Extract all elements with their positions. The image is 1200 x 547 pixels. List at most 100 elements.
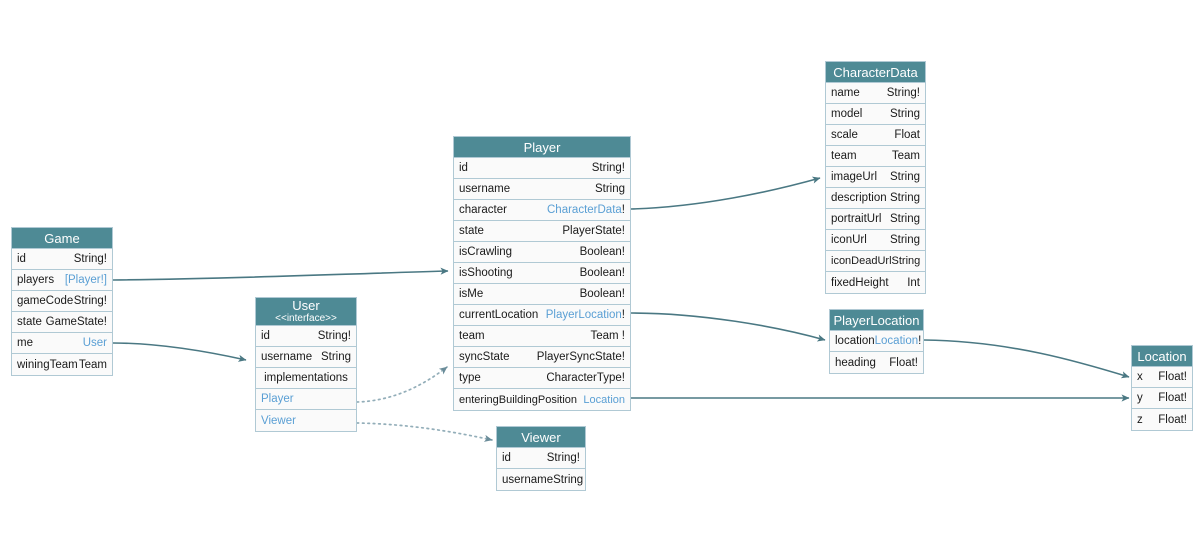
field-name: isShooting [459, 267, 513, 279]
field-name: name [831, 87, 860, 99]
field-row[interactable]: isShooting Boolean! [454, 263, 630, 284]
field-type-link[interactable]: [Player!] [64, 274, 107, 286]
field-name: character [459, 204, 507, 216]
field-type-link[interactable]: Location [874, 335, 919, 347]
field-type-link[interactable]: CharacterData [547, 204, 622, 216]
edge-player-currentlocation-to-playerlocation [630, 312, 826, 342]
field-row[interactable]: username String [497, 469, 585, 490]
entity-user-stereotype: <<interface>> [275, 313, 337, 324]
field-type: Float! [1158, 371, 1187, 383]
field-row[interactable]: y Float! [1132, 388, 1192, 409]
field-name: players [17, 274, 55, 286]
field-name: y [1137, 392, 1143, 404]
field-row[interactable]: scale Float [826, 125, 925, 146]
field-type-suffix: ! [918, 335, 922, 347]
field-row[interactable]: id String! [454, 158, 630, 179]
field-name: location [835, 335, 875, 347]
field-name: state [459, 225, 484, 237]
field-row[interactable]: fixedHeight Int [826, 272, 925, 293]
entity-playerlocation-title: PlayerLocation [830, 310, 923, 331]
field-type: Location [583, 394, 625, 406]
field-type: User [83, 337, 107, 349]
field-name: x [1137, 371, 1143, 383]
field-row[interactable]: syncState PlayerSyncState! [454, 347, 630, 368]
field-row[interactable]: character CharacterData! [454, 200, 630, 221]
field-name: heading [835, 356, 876, 369]
field-type: String! [886, 87, 920, 99]
field-row[interactable]: x Float! [1132, 367, 1192, 388]
field-row[interactable]: description String [826, 188, 925, 209]
field-row[interactable]: isMe Boolean! [454, 284, 630, 305]
field-row[interactable]: players [Player!] [12, 270, 112, 291]
field-name: id [17, 253, 26, 265]
edge-game-players-to-player [112, 267, 449, 281]
edge-playerlocation-location-to-location [923, 339, 1130, 379]
field-row[interactable]: type CharacterType! [454, 368, 630, 389]
field-type-link[interactable]: PlayerLocation [545, 309, 622, 321]
field-type-suffix: ! [621, 204, 625, 216]
field-type: Float! [1158, 413, 1187, 426]
field-row[interactable]: team Team ! [454, 326, 630, 347]
field-row[interactable]: me User [12, 333, 112, 354]
entity-user[interactable]: User <<interface>> id String! username S… [255, 297, 357, 432]
field-row[interactable]: heading Float! [830, 352, 923, 373]
field-type: Boolean! [579, 246, 625, 258]
field-row[interactable]: imageUrl String [826, 167, 925, 188]
field-row[interactable]: model String [826, 104, 925, 125]
field-name: id [459, 162, 468, 174]
field-row[interactable]: team Team [826, 146, 925, 167]
edge-game-me-to-user [112, 342, 247, 362]
field-row[interactable]: currentLocation PlayerLocation! [454, 305, 630, 326]
field-name: username [502, 473, 554, 486]
field-row[interactable]: username String [454, 179, 630, 200]
field-type: String [320, 351, 351, 363]
field-row[interactable]: name String! [826, 83, 925, 104]
field-type: Team [78, 358, 107, 371]
field-type: String [891, 255, 921, 267]
field-row[interactable]: portraitUrl String [826, 209, 925, 230]
field-type: CharacterData! [547, 204, 625, 216]
entity-characterdata-title: CharacterData [826, 62, 925, 83]
field-row[interactable]: state GameState! [12, 312, 112, 333]
entity-playerlocation[interactable]: PlayerLocation location Location! headin… [829, 309, 924, 374]
field-type-suffix: ! [621, 309, 625, 321]
implementation-name[interactable]: Player [261, 393, 294, 405]
entity-game-title: Game [12, 228, 112, 249]
field-row[interactable]: state PlayerState! [454, 221, 630, 242]
field-type: Float! [1158, 392, 1187, 404]
field-name: team [459, 330, 485, 342]
entity-viewer[interactable]: Viewer id String! username String [496, 426, 586, 491]
field-type-link[interactable]: User [82, 337, 107, 349]
field-type: [Player!] [65, 274, 107, 286]
field-row[interactable]: iconDeadUrl String [826, 251, 925, 272]
field-name: username [459, 183, 511, 195]
field-row[interactable]: id String! [497, 448, 585, 469]
field-row[interactable]: id String! [12, 249, 112, 270]
field-name: iconDeadUrl [831, 255, 892, 267]
field-type: String! [317, 330, 351, 342]
field-row[interactable]: z Float! [1132, 409, 1192, 430]
field-row[interactable]: isCrawling Boolean! [454, 242, 630, 263]
field-row[interactable]: username String [256, 347, 356, 368]
entity-characterdata[interactable]: CharacterData name String! model String … [825, 61, 926, 294]
entity-location-title: Location [1132, 346, 1192, 367]
field-name: model [831, 108, 863, 120]
field-type: Team [891, 150, 920, 162]
field-type: String! [73, 253, 107, 265]
field-type-link[interactable]: Location [583, 393, 625, 406]
entity-game[interactable]: Game id String! players [Player!] gameCo… [11, 227, 113, 376]
field-row[interactable]: location Location! [830, 331, 923, 352]
field-type: String [594, 183, 625, 195]
field-row[interactable]: winingTeam Team [12, 354, 112, 375]
field-row[interactable]: gameCode String! [12, 291, 112, 312]
implementation-item[interactable]: Player [256, 389, 356, 410]
implementation-item[interactable]: Viewer [256, 410, 356, 431]
field-row[interactable]: id String! [256, 326, 356, 347]
implementation-name[interactable]: Viewer [261, 414, 296, 427]
field-type: String [889, 108, 920, 120]
field-row[interactable]: iconUrl String [826, 230, 925, 251]
entity-location[interactable]: Location x Float! y Float! z Float! [1131, 345, 1193, 431]
field-row[interactable]: enteringBuildingPosition Location [454, 389, 630, 410]
entity-player[interactable]: Player id String! username String charac… [453, 136, 631, 411]
